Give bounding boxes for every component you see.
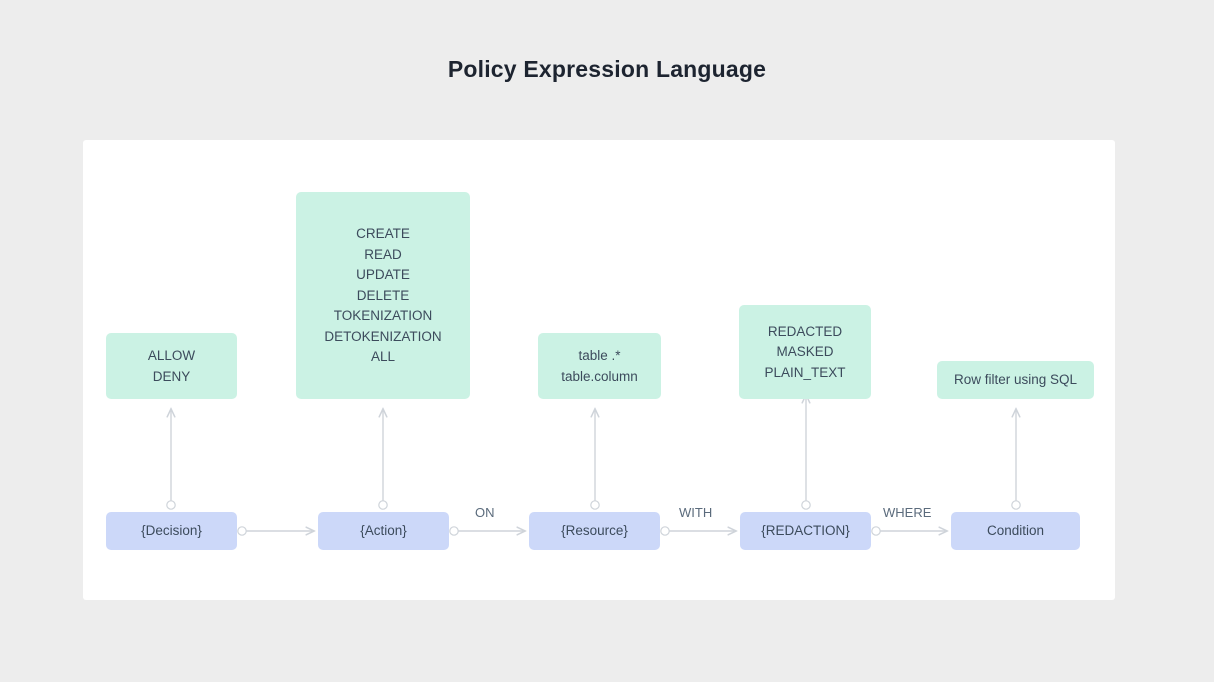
options-box-action[interactable]: CREATE READ UPDATE DELETE TOKENIZATION D… [296,192,470,399]
token-label: {Decision} [141,523,202,539]
option-item: PLAIN_TEXT [764,364,846,380]
option-item: MASKED [776,344,834,360]
token-label: {REDACTION} [761,523,850,539]
option-item: DETOKENIZATION [324,328,442,344]
edge-label-where: WHERE [883,505,932,520]
option-item: REDACTED [767,323,843,339]
page-title: Policy Expression Language [447,56,767,82]
option-item: TOKENIZATION [333,308,433,324]
option-item: DELETE [356,287,410,303]
option-item: ALLOW [147,348,196,363]
token-box-condition[interactable]: Condition [951,512,1080,550]
option-item: ALL [370,349,396,365]
token-label: Condition [986,523,1045,539]
option-item: UPDATE [356,267,410,283]
option-item: READ [364,246,402,262]
token-box-decision[interactable]: {Decision} [106,512,237,550]
options-box-resource[interactable]: table .* table.column [538,333,661,399]
token-label: {Action} [360,523,407,539]
token-box-resource[interactable]: {Resource} [529,512,660,550]
token-box-redaction[interactable]: {REDACTION} [740,512,871,550]
token-box-action[interactable]: {Action} [318,512,449,550]
options-box-redaction[interactable]: REDACTED MASKED PLAIN_TEXT [739,305,871,399]
edge-label-with: WITH [679,505,713,520]
option-item: table .* [578,348,621,363]
options-box-condition[interactable]: Row filter using SQL [937,361,1094,399]
edge-label-on: ON [475,505,495,520]
options-box-decision[interactable]: ALLOW DENY [106,333,237,399]
token-label: {Resource} [561,523,628,539]
option-item: table.column [561,368,638,384]
option-item: Row filter using SQL [953,372,1078,388]
option-item: CREATE [356,226,410,242]
option-item: DENY [152,368,191,384]
